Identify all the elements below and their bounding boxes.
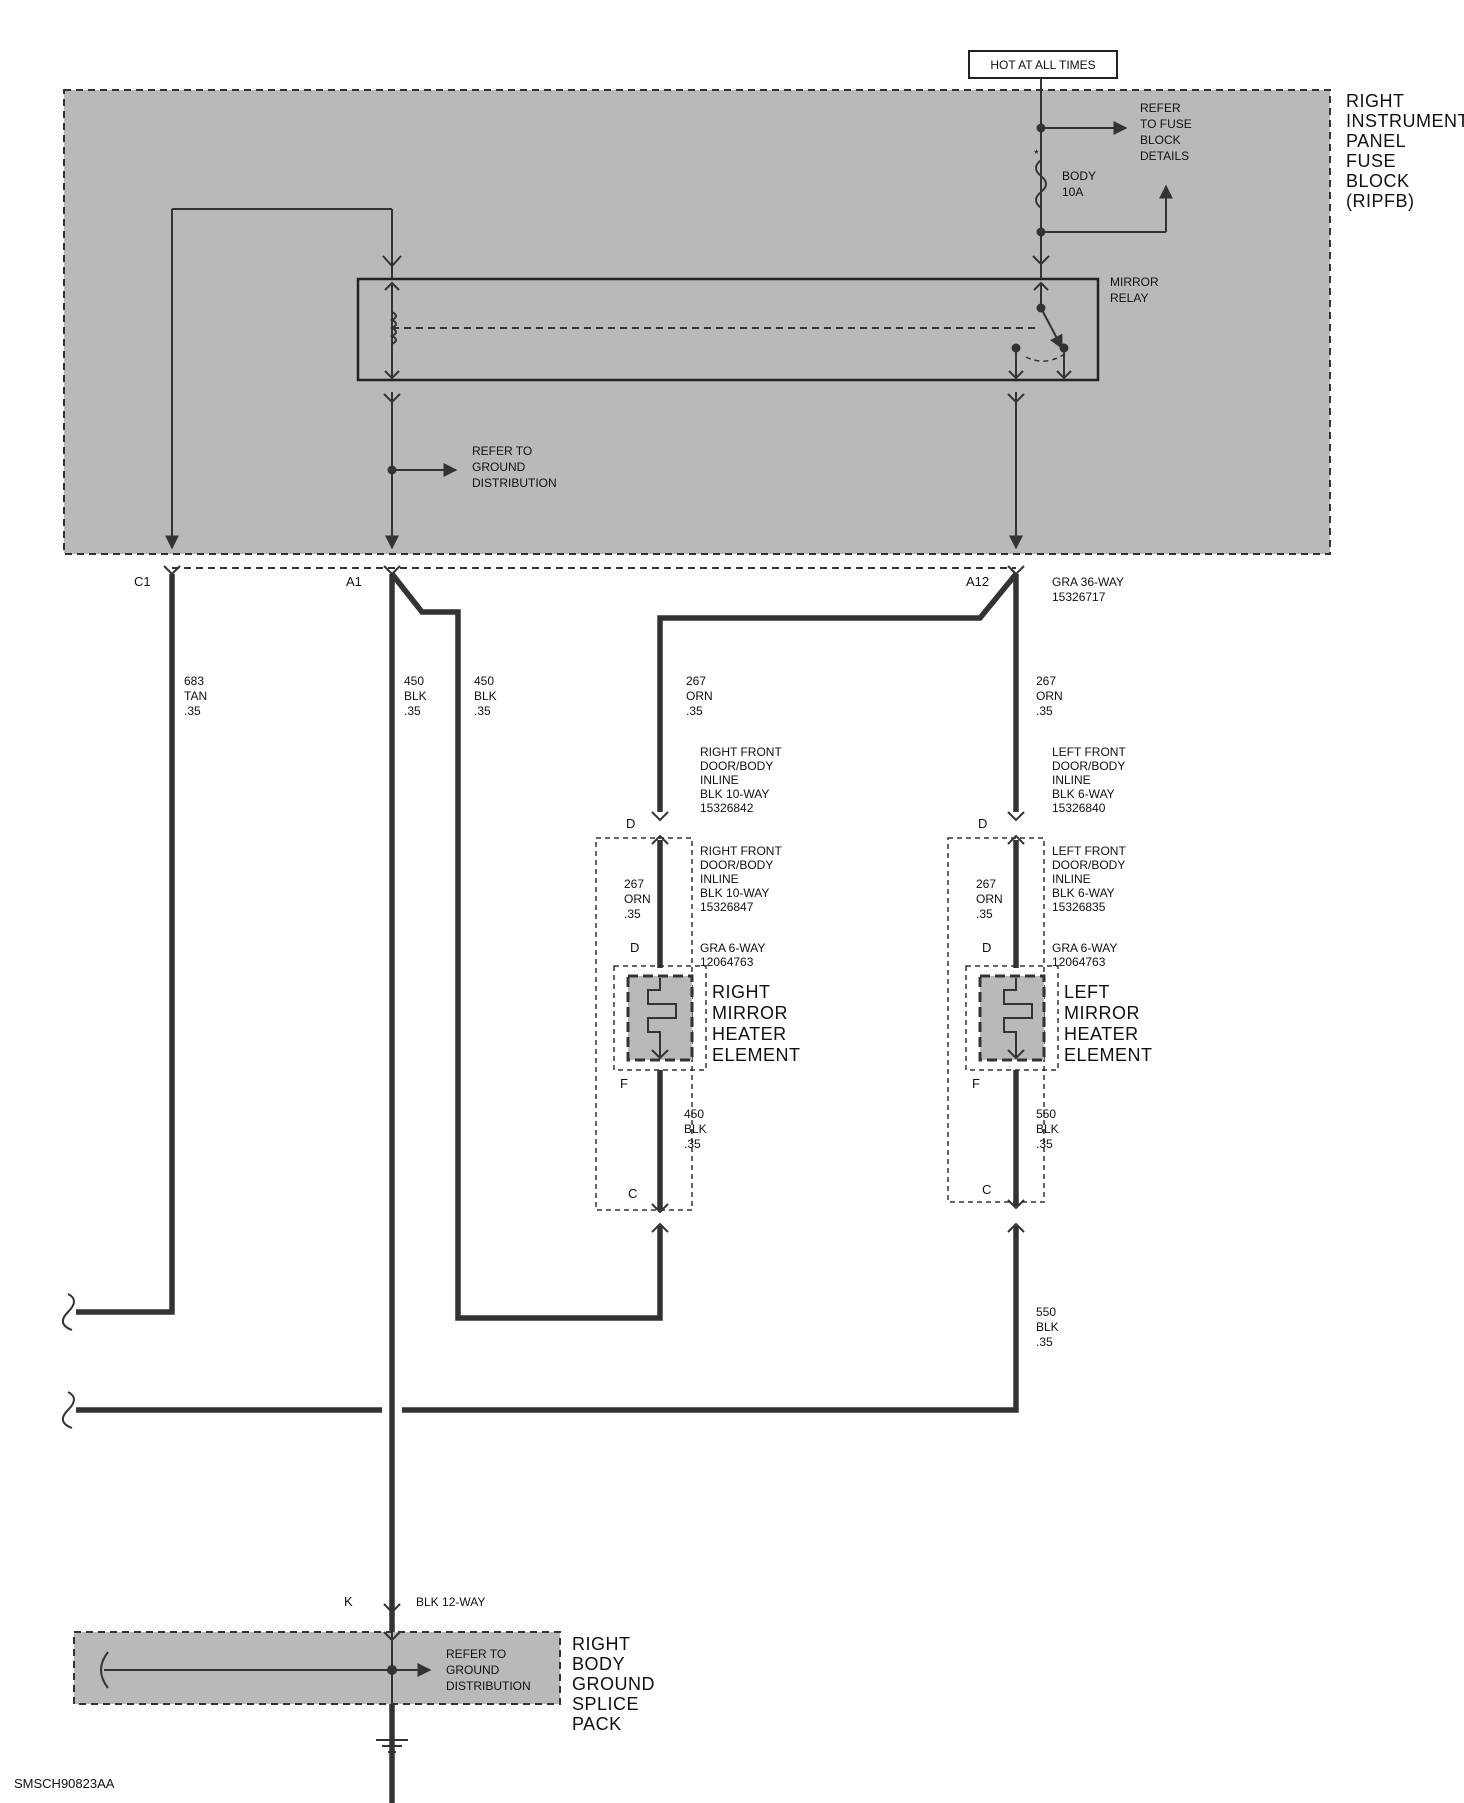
right-inline-bottom-label: RIGHT FRONT DOOR/BODY INLINE BLK 10-WAY … xyxy=(700,844,785,914)
svg-text:D: D xyxy=(982,940,991,955)
continuation-mark xyxy=(61,1391,75,1429)
wire-550-left-low-label: 550 BLK .35 xyxy=(1036,1107,1062,1151)
wire-683 xyxy=(76,574,175,1315)
wire-267-right-inner-label: 267 ORN .35 xyxy=(624,877,654,921)
wire-550-bottom-label: 550 BLK .35 xyxy=(1036,1305,1062,1349)
pin-a12: A12 xyxy=(966,574,989,589)
svg-text:K: K xyxy=(344,1594,353,1609)
fuse-block-title: RIGHT INSTRUMENT PANEL FUSE BLOCK (RIPFB… xyxy=(1346,91,1464,211)
svg-text:D: D xyxy=(630,940,639,955)
svg-text:D: D xyxy=(626,816,635,831)
document-code: SMSCH90823AA xyxy=(14,1776,115,1791)
wire-267-right-label: 267 ORN .35 xyxy=(686,674,716,718)
pin-c1: C1 xyxy=(134,574,151,589)
pin-a1: A1 xyxy=(346,574,362,589)
right-inline-top-label: RIGHT FRONT DOOR/BODY INLINE BLK 10-WAY … xyxy=(700,745,785,815)
right-heater-label: RIGHT MIRROR HEATER ELEMENT xyxy=(712,982,801,1065)
hot-at-all-times-box: HOT AT ALL TIMES xyxy=(968,50,1118,79)
ground-connector-label: BLK 12-WAY xyxy=(416,1595,485,1609)
main-connector-desc: GRA 36-WAY 15326717 xyxy=(1052,575,1127,604)
wire-450a-label: 450 BLK .35 xyxy=(404,674,430,718)
left-conn-label: GRA 6-WAY 12064763 xyxy=(1052,941,1120,969)
left-mirror-assembly: D LEFT FRONT DOOR/BODY INLINE BLK 6-WAY … xyxy=(947,745,1153,1210)
left-heater-label: LEFT MIRROR HEATER ELEMENT xyxy=(1064,982,1153,1065)
svg-text:D: D xyxy=(978,816,987,831)
left-inline-bottom-label: LEFT FRONT DOOR/BODY INLINE BLK 6-WAY 15… xyxy=(1052,844,1129,914)
svg-text:F: F xyxy=(972,1076,980,1091)
fuse-block: RIGHT INSTRUMENT PANEL FUSE BLOCK (RIPFB… xyxy=(63,78,1464,555)
ground-refer-text: REFER TO GROUND DISTRIBUTION xyxy=(446,1647,531,1693)
wire-267-left-label: 267 ORN .35 xyxy=(1036,674,1066,718)
hot-label: HOT AT ALL TIMES xyxy=(990,58,1095,72)
mirror-relay-box xyxy=(356,277,1100,382)
wire-450-right-low-label: 450 BLK .35 xyxy=(684,1107,710,1151)
relay-switch xyxy=(1040,307,1063,350)
main-connector: C1 A1 A12 GRA 36-WAY 15326717 xyxy=(134,565,1127,604)
ground-splice-title: RIGHT BODY GROUND SPLICE PACK xyxy=(572,1634,661,1734)
left-inline-top-label: LEFT FRONT DOOR/BODY INLINE BLK 6-WAY 15… xyxy=(1052,745,1129,815)
left-door-dashed-box xyxy=(947,837,1045,1203)
refer-ground-text: REFER TO GROUND DISTRIBUTION xyxy=(472,444,557,490)
ground-splice-pack: K BLK 12-WAY REFER TO GROUND DISTRIBUTIO… xyxy=(73,1594,661,1753)
svg-text:*: * xyxy=(1034,147,1039,161)
mirror-relay-label: MIRROR RELAY xyxy=(1110,275,1162,305)
fuse-symbol xyxy=(1035,159,1047,209)
svg-text:C: C xyxy=(982,1182,991,1197)
svg-text:F: F xyxy=(620,1076,628,1091)
svg-text:C: C xyxy=(628,1186,637,1201)
wire-450b-label: 450 BLK .35 xyxy=(474,674,500,718)
ground-symbol-icon xyxy=(376,1739,408,1753)
wire-450-right-return xyxy=(389,572,663,1321)
wire-267-right xyxy=(657,572,1019,812)
refer-fuse-text: REFER TO FUSE BLOCK DETAILS xyxy=(1140,101,1195,163)
right-conn-label: GRA 6-WAY 12064763 xyxy=(700,941,768,969)
continuation-mark xyxy=(61,1293,75,1331)
wire-550-left-return xyxy=(402,1226,1019,1413)
right-mirror-assembly: D RIGHT FRONT DOOR/BODY INLINE BLK 10-WA… xyxy=(595,745,801,1214)
wire-683-label: 683 TAN .35 xyxy=(184,674,210,718)
wire-267-left-inner-label: 267 ORN .35 xyxy=(976,877,1006,921)
fuse-label: BODY 10A xyxy=(1062,169,1099,199)
